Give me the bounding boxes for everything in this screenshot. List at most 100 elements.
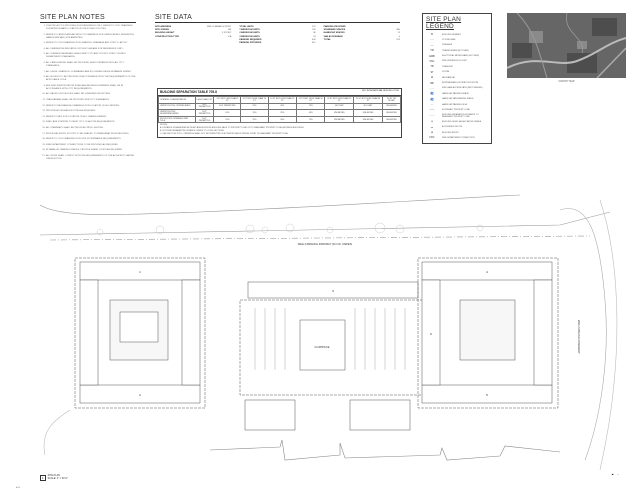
legend-item: ⊕BUILDING ENTRY — [426, 131, 488, 134]
legend-label: FIRE DEPARTMENT CONNECTION — [442, 136, 475, 139]
legend-label: BUILDING SEPARATION DISTANCE TO IMAGINAR… — [442, 113, 479, 118]
center-label: CLUBHOUSE — [315, 346, 330, 349]
legend-label: TRASH RM. — [442, 65, 453, 68]
table-header: 15 FT BUT LESS THAN 20 FT — [296, 96, 326, 104]
legend-symbol-icon: IDF — [430, 81, 434, 85]
table-note: NOTES: — [160, 124, 168, 127]
right-road-label: WELLS BRANCH PARKWAY — [577, 320, 581, 354]
legend-symbol-icon: ▭ — [430, 120, 434, 124]
site-data-key: TOTAL — [323, 38, 331, 41]
table-cell: NOT PERMITTED — [194, 109, 215, 117]
site-data: SITE DATA SITE ADDRESS WELLS BRANCH PKWY S… — [155, 14, 400, 45]
table-cell: 45% — [267, 102, 298, 111]
site-data-key: PARKING PROVIDED — [239, 42, 262, 45]
table-cell: 45% — [296, 109, 326, 117]
legend-symbol-icon: —— — [429, 108, 435, 112]
drawing-number: 1 — [40, 475, 46, 481]
table-cell: UNLIMITED — [382, 109, 401, 117]
site-data-key: HANDICAP SPACES — [323, 32, 345, 35]
legend-item: ♿ HANDICAP PARKING SPACE — [426, 92, 488, 95]
site-data-key: TOTAL UNITS — [239, 26, 254, 28]
legend-symbol-icon: ♿ — [430, 92, 434, 96]
site-data-key: STANDARD SPACES — [323, 29, 346, 32]
legend-item: ST STORM — [426, 71, 488, 74]
note-item: BUILDING IDENTIFICATION SIGNS AND ADDRES… — [46, 85, 136, 91]
table-cell: NO LIMIT — [353, 102, 383, 111]
note-item: IN PARALLEL PARKING SPACES, PROVIDE WHEE… — [46, 149, 136, 152]
site-data-value: WELLS BRANCH PKWY — [207, 26, 232, 28]
legend-label: ACCESSIBLE ROUTE — [442, 126, 463, 129]
legend-symbol-icon: ♿ — [430, 97, 434, 101]
table-code: 2015 INTERNATIONAL BUILDING CODE — [361, 90, 399, 92]
right-building-cluster — [417, 257, 559, 409]
table-note: C. SEE SECTION 705.8 - OPENINGS SHALL NO… — [160, 132, 289, 135]
building-number: 6 — [430, 332, 432, 336]
legend-label: BUILDING LEVEL HEIGHT ABOVE GRADE — [442, 120, 482, 123]
table-cell: 25% — [240, 102, 269, 111]
table-header: 10 FT BUT LESS THAN 15 FT — [267, 96, 298, 104]
legend-item: TR TRASH RM. — [426, 65, 488, 68]
legend-label: HANDICAP VAN PARKING SPACE — [442, 98, 474, 101]
site-data-key: 2 BEDROOM UNITS — [239, 32, 260, 35]
building-number: 3 — [332, 289, 334, 293]
site-data-value: MF — [228, 29, 232, 32]
site-data-key: PARKING PROVIDED — [323, 26, 346, 28]
legend-label: FIRE LANE ACCESS PATH (DEPT NEEDED) — [442, 87, 483, 90]
vicinity-map-label: VICINITY MAP — [558, 80, 575, 83]
legend-item: ▪▪▪ ACCESSIBLE ROUTE — [426, 126, 488, 129]
note-item: REFER TO CIVIL DRAWINGS FOR SITE STORMWA… — [46, 138, 136, 141]
site-data-value: 405 — [312, 38, 316, 41]
site-plan-notes: SITE PLAN NOTES THIS PROJECT IS PROVIDED… — [40, 14, 136, 163]
site-data-title: SITE DATA — [155, 14, 400, 23]
legend-label: HANDICAP PARKING SPACE — [442, 92, 469, 95]
legend-label: TRANSFORMER (NOT NEW) — [442, 49, 469, 52]
table-cell: UNLIMITED — [382, 115, 401, 124]
note-item: ALL DIMENSIONS INDICATED ON THIS PLAN AR… — [46, 48, 136, 51]
legend-symbol-icon: EMB — [429, 54, 435, 58]
site-data-value: 270 — [312, 26, 316, 28]
note-item: REFER TO MEP FOR LOCATION OF ALL TRANSFO… — [46, 116, 136, 119]
table-header: 5 FT BUT LESS THAN 10 FT — [240, 96, 269, 104]
table-cell: 15% — [240, 109, 269, 117]
legend-label: ELECTRICAL METER BANK (NOT NEW) — [442, 55, 480, 58]
center-parking — [239, 281, 426, 431]
table-header: 30 FT OR MORE — [382, 96, 401, 104]
legend-item: ——BOUNDARY PROPERTY LINE — [426, 108, 488, 111]
site-data-row: TOTAL UNITS 270 — [239, 26, 315, 29]
legend-symbol-icon: M — [431, 76, 433, 80]
site-data-key: SITE ADDRESS — [155, 26, 172, 28]
site-data-value: V-A — [227, 35, 232, 38]
legend-label: STORM — [442, 71, 450, 74]
legend-label: 20' FIRE LANE — [442, 38, 456, 41]
table-cell: PROTECTED OPENINGS PER 705.8 — [158, 115, 196, 124]
vicinity-map — [507, 13, 626, 78]
table-cell: UNPROTECTED, NONSPRINKLERED — [158, 109, 196, 117]
legend-symbol-icon: ⊕ — [430, 131, 433, 135]
drawing-scale: SCALE: 1" = 60'-0" — [47, 477, 68, 480]
building-number: 2 — [139, 393, 141, 397]
legend-symbol-icon: - - - — [430, 38, 434, 42]
table-cell: 75% — [296, 115, 326, 124]
legend-symbol-icon: ▪▪▪ — [430, 125, 434, 129]
legend-symbol-icon: TR — [430, 65, 434, 69]
legend-item: EMB ELECTRICAL METER BANK (NOT NEW) — [426, 55, 488, 58]
legend-symbol-icon: ST — [430, 70, 434, 74]
table-cell: 45% — [267, 115, 298, 124]
legend-label: MECHANICAL — [442, 76, 456, 79]
legend-item: - - - 20' FIRE LANE — [426, 38, 488, 41]
table-cell: UNLIMITED — [353, 115, 383, 124]
sheet-id: A001 — [16, 487, 21, 489]
legend-symbol-icon: FSC — [429, 59, 435, 63]
site-data-row: PARKING PROVIDED — [324, 26, 400, 29]
table-header: LESS THAN 3 FT — [194, 96, 215, 104]
table-cell: 25% — [240, 115, 269, 124]
note-item: REFER TO CIVIL DRAWINGS FOR GRADING, DRA… — [46, 42, 136, 45]
note-item: FIRE LANE STRIPING TO MEET CITY OF AUSTI… — [46, 121, 136, 124]
legend-symbol-icon: →·← — [429, 114, 435, 118]
site-data-key: 1 BEDROOM UNITS — [239, 29, 260, 32]
